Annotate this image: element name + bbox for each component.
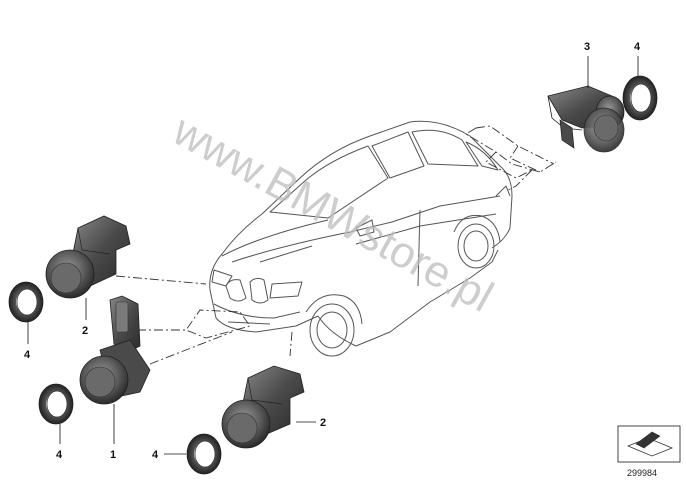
diagram-part-number: 299984 [627,468,657,478]
callout-ring-front-right: 4 [152,449,159,461]
sensor-front-right [221,365,305,449]
ring-left-lower [38,383,74,425]
sensor-front-center [79,295,151,405]
orientation-symbol [617,425,681,463]
vehicle-outline [209,120,513,357]
leader-lines [115,125,557,365]
ring-left-upper [8,281,44,323]
callout-ring-left-upper: 4 [24,349,31,361]
callout-ring-left-lower: 4 [56,449,63,461]
watermark-text: www.BMWstore.pl [164,105,501,321]
ring-rear [622,75,658,121]
callout-sensor-front-left: 2 [82,325,88,337]
callout-sensor-rear: 3 [584,41,590,53]
sensor-front-left [45,215,131,299]
sensor-rear [547,85,625,153]
ring-front-right [186,433,222,475]
callout-sensor-front-center: 1 [110,449,116,461]
callout-sensor-front-right: 2 [320,417,326,429]
callout-ring-rear: 4 [634,41,641,53]
